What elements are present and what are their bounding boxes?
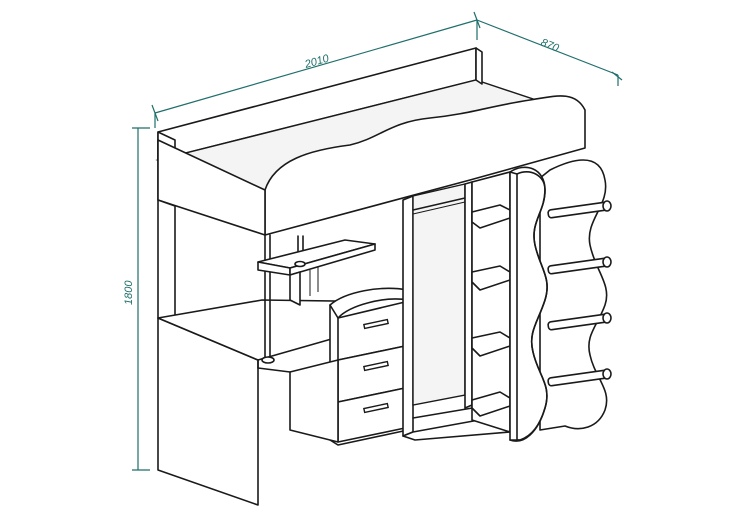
wardrobe	[402, 181, 511, 441]
ladder-rungs	[547, 200, 612, 387]
ladder	[509, 159, 612, 442]
drawer-unit	[257, 287, 409, 446]
width-dimension-label: 2010	[303, 52, 332, 71]
open-shelves	[471, 171, 511, 433]
depth-dimension-label: 870	[539, 37, 561, 55]
drawer-handle-bottom	[363, 402, 389, 414]
dimension-lines	[132, 11, 623, 471]
drawer-handle-top	[363, 318, 389, 330]
bed-frame	[155, 47, 586, 236]
drawer-handle-middle	[363, 360, 389, 372]
height-dimension-label: 1800	[123, 280, 135, 305]
